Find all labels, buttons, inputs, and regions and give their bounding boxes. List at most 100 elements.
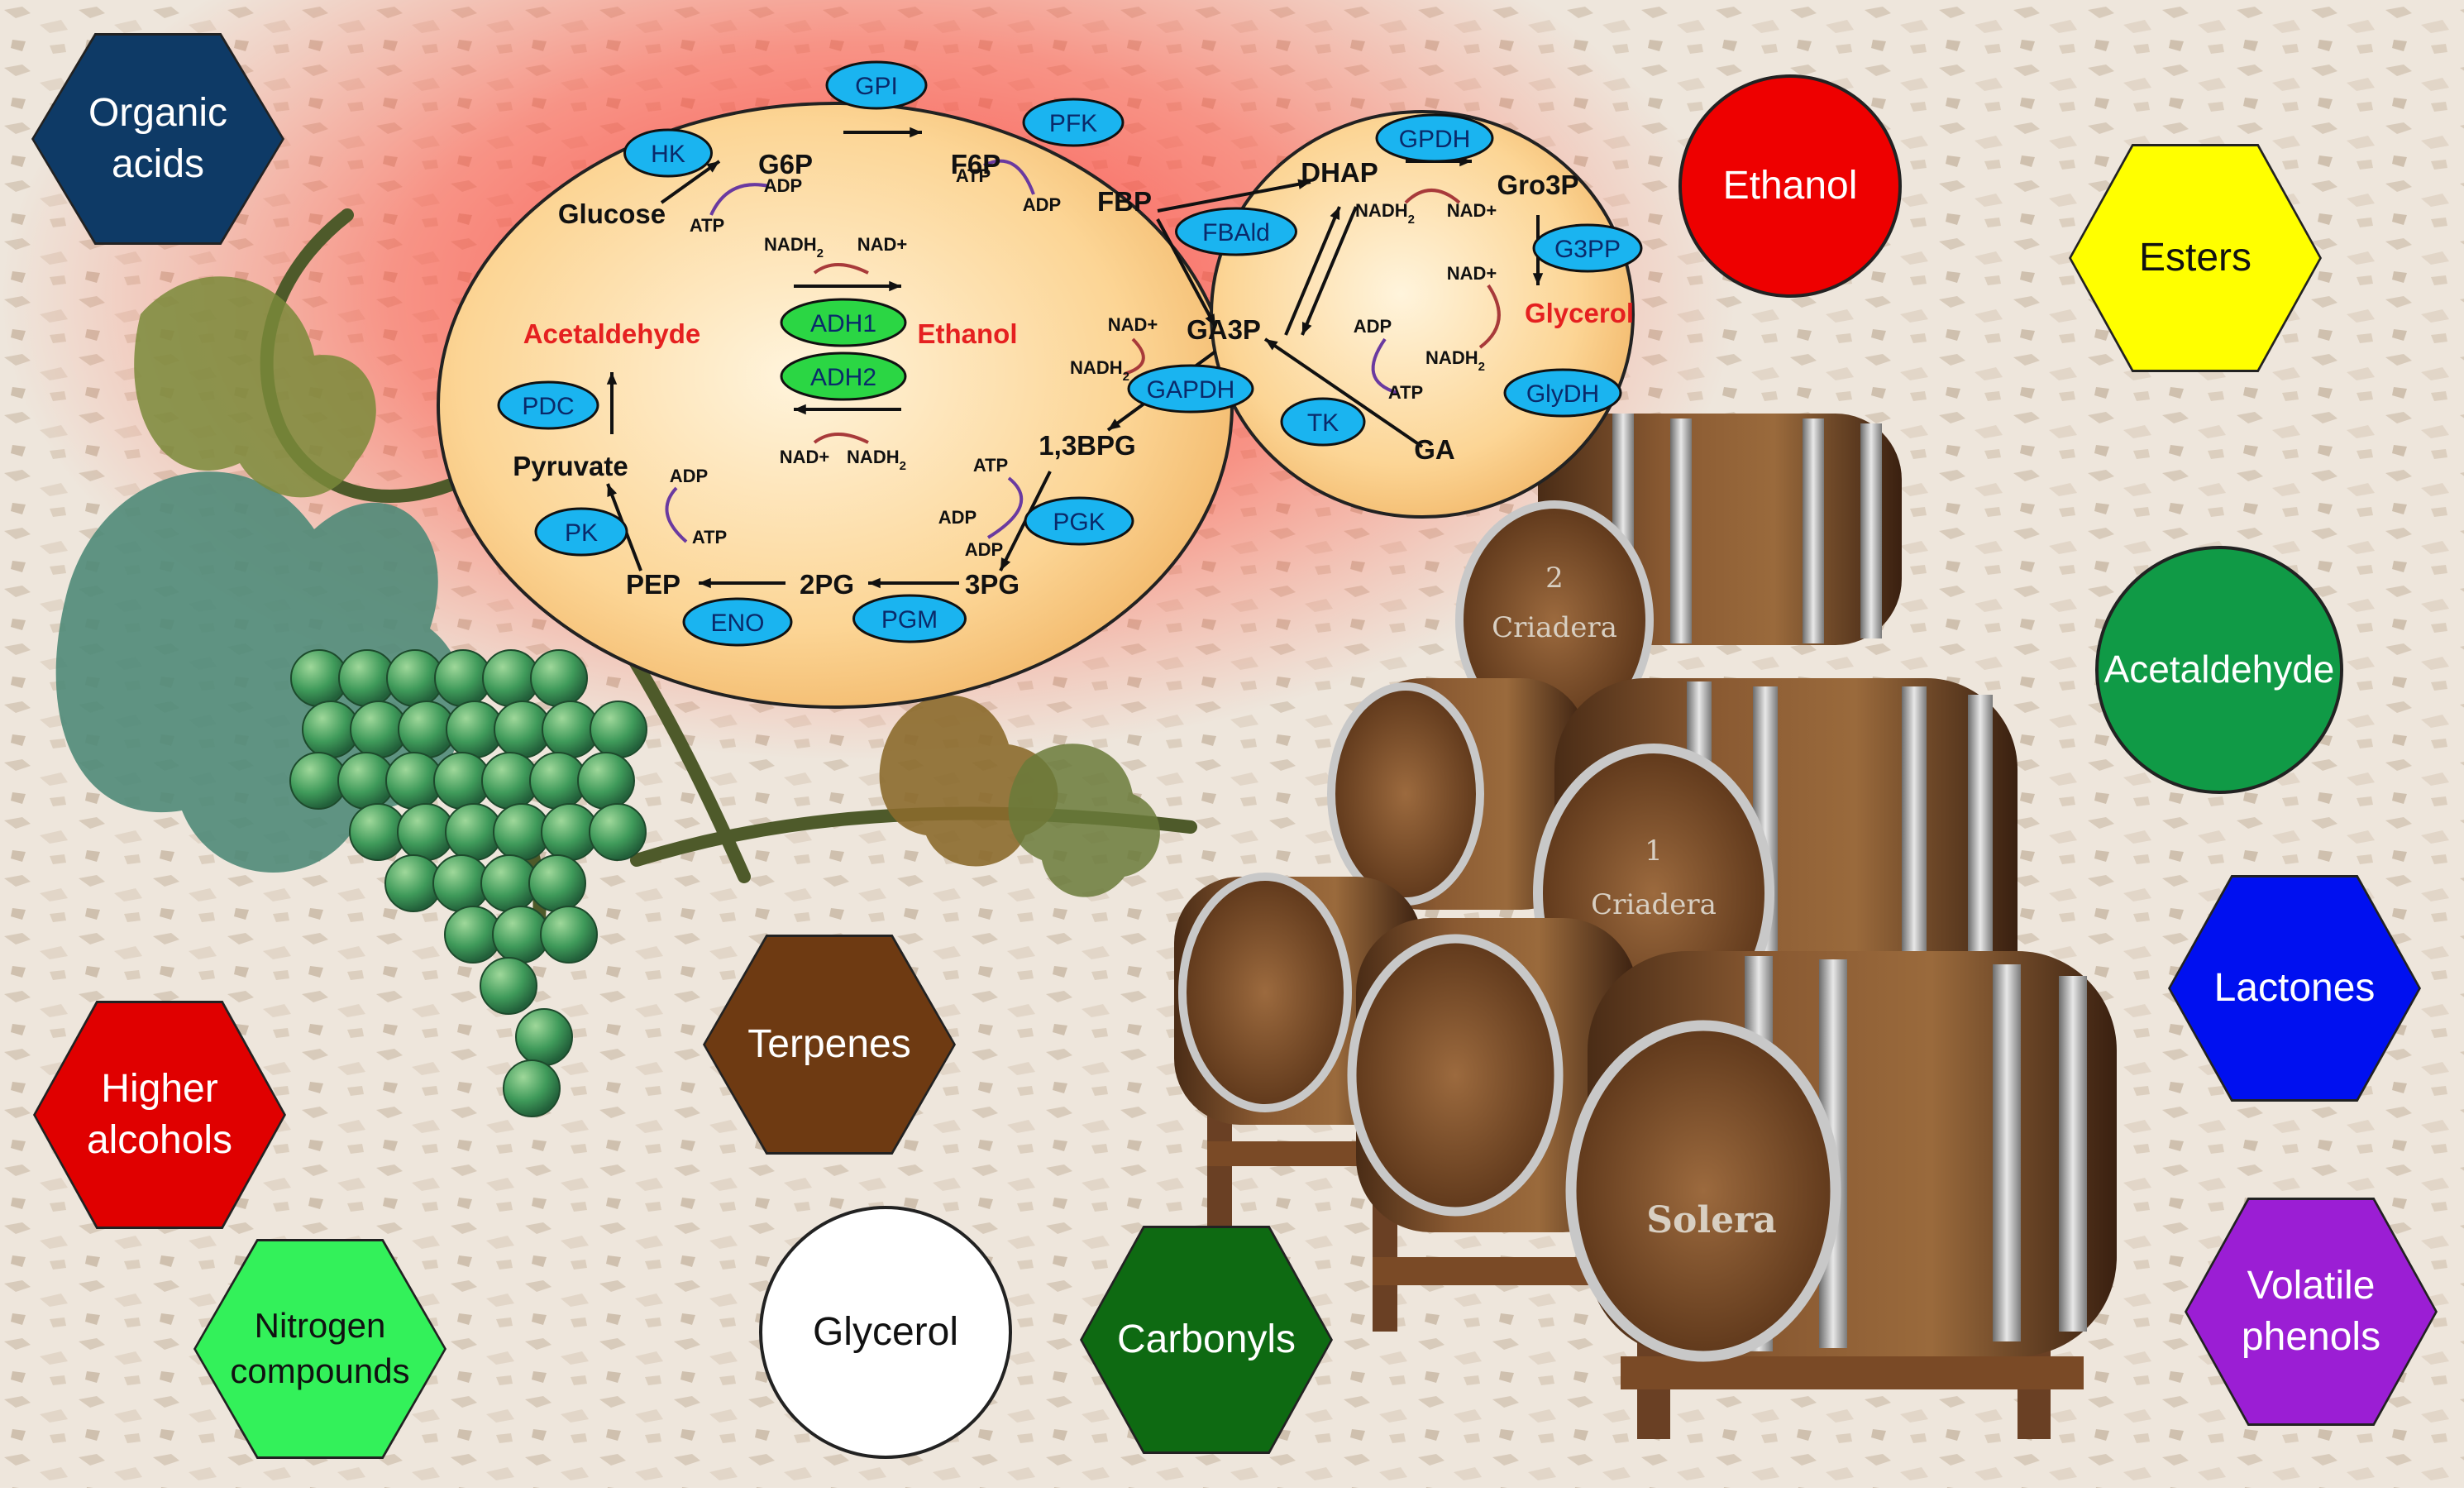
svg-text:PK: PK — [565, 519, 598, 547]
cofactor-adp-hk: ADP — [764, 175, 802, 196]
cofactor-adp-tk: ADP — [1354, 316, 1392, 337]
grape — [590, 701, 647, 758]
badge-esters-label: Esters — [2071, 146, 2319, 370]
enzyme-adh2: ADH2 — [780, 351, 907, 401]
curl-gapdh — [1124, 337, 1145, 375]
metabolite-glucose: Glucose — [558, 198, 666, 229]
enzyme-gpi: GPI — [825, 60, 928, 110]
barrel-top-label: Criadera — [1492, 611, 1617, 644]
grape — [540, 906, 598, 964]
metabolite-2pg: 2PG — [800, 569, 854, 600]
svg-text:G3PP: G3PP — [1554, 236, 1621, 263]
arrow-pyruvate-acetaldehyde — [606, 372, 618, 434]
svg-text:GAPDH: GAPDH — [1147, 376, 1235, 404]
enzyme-adh1: ADH1 — [780, 298, 907, 347]
svg-text:PFK: PFK — [1049, 110, 1097, 137]
grape — [515, 1008, 573, 1066]
svg-text:GPI: GPI — [855, 73, 898, 100]
badge-higher-alcohols-label: Higher alcohols — [36, 1003, 284, 1227]
enzyme-gapdh: GAPDH — [1127, 364, 1254, 414]
cofactor-atp-pfk: ATP — [956, 165, 991, 186]
curl-gpdh — [1404, 189, 1461, 204]
svg-text:GlyDH: GlyDH — [1526, 380, 1599, 408]
badge-ethanol: Ethanol — [1678, 74, 1902, 298]
badge-volatile-phenols-label: Volatile phenols — [2187, 1200, 2435, 1423]
metabolite-ethanol: Ethanol — [918, 318, 1018, 349]
metabolite-glycerol: Glycerol — [1525, 298, 1634, 328]
badge-volatile-phenols: Volatile phenols — [2185, 1198, 2438, 1426]
grape — [528, 854, 586, 912]
cofactor-nad-gpdh: NAD+ — [1447, 200, 1497, 221]
cofactor-adp-pgk-1: ADP — [938, 507, 977, 528]
badge-glycerol: Glycerol — [759, 1206, 1012, 1459]
enzyme-pdc: PDC — [497, 380, 599, 430]
badge-organic-acids: Organic acids — [31, 33, 284, 245]
badge-terpenes-label: Terpenes — [705, 937, 953, 1152]
cofactor-adp-pgk-2: ADP — [965, 539, 1003, 560]
badge-higher-alcohols: Higher alcohols — [33, 1001, 286, 1229]
cofactor-atp-tk: ATP — [1388, 382, 1423, 403]
curl-pfk — [983, 159, 1035, 195]
badge-terpenes: Terpenes — [703, 935, 956, 1155]
grape-cluster — [289, 649, 647, 1117]
metabolite-3pg: 3PG — [965, 569, 1020, 600]
enzyme-pfk: PFK — [1022, 98, 1125, 147]
metabolite-gro3p: Gro3P — [1497, 170, 1578, 200]
arrow-ga-ga3p — [1263, 337, 1424, 448]
badge-esters: Esters — [2069, 144, 2322, 372]
grape — [577, 752, 635, 810]
metabolite-pep: PEP — [626, 569, 680, 600]
cofactor-nad-adh1: NAD+ — [857, 234, 908, 255]
metabolite-ga3p: GA3P — [1187, 314, 1261, 345]
arrow-g6p-f6p — [843, 127, 922, 138]
barrel-mid-number: 1 — [1645, 834, 1663, 868]
enzyme-eno: ENO — [682, 597, 793, 647]
cofactor-adp-pk: ADP — [670, 466, 708, 486]
enzyme-fbald: FBAld — [1175, 207, 1297, 256]
arrow-ethanol-acetaldehyde — [794, 404, 901, 415]
cofactor-atp-pk: ATP — [692, 527, 727, 548]
svg-text:PGM: PGM — [881, 606, 938, 634]
svg-text:PGK: PGK — [1053, 509, 1105, 536]
curl-adh2 — [813, 433, 869, 444]
badge-organic-acids-label: Organic acids — [34, 36, 282, 242]
badge-nitrogen-compounds-label: Nitrogen compounds — [196, 1241, 444, 1456]
svg-text:ENO: ENO — [710, 610, 764, 637]
grape — [530, 649, 588, 707]
enzyme-tk: TK — [1280, 397, 1366, 447]
barrel-back-left — [1327, 678, 1588, 910]
svg-text:FBAld: FBAld — [1202, 219, 1270, 246]
grape — [589, 803, 647, 861]
cofactor-nad-glydh: NAD+ — [1447, 263, 1497, 284]
enzyme-pgm: PGM — [852, 594, 967, 643]
curl-pgk — [986, 476, 1024, 539]
svg-text:TK: TK — [1307, 409, 1339, 437]
metabolite-g6p: G6P — [758, 149, 813, 179]
metabolite-pyruvate: Pyruvate — [513, 451, 628, 481]
barrel-front-middle — [1347, 918, 1637, 1232]
badge-carbonyls: Carbonyls — [1080, 1226, 1333, 1454]
cofactor-nad-adh2: NAD+ — [780, 447, 830, 467]
metabolite-ga: GA — [1414, 434, 1455, 465]
enzyme-glydh: GlyDH — [1503, 368, 1622, 418]
cofactor-atp-pgk: ATP — [973, 455, 1008, 476]
arrow-fbp-dhap — [1157, 179, 1311, 213]
arrow-3pg-2pg — [868, 577, 959, 589]
enzyme-g3pp: G3PP — [1532, 223, 1643, 273]
barrel-stack: 2 Criadera 1 Criadera — [1174, 414, 2117, 1439]
arrow-dhap-ga3p — [1301, 206, 1358, 336]
metabolite-dhap: DHAP — [1301, 157, 1378, 188]
barrel-solera: Solera — [1565, 951, 2117, 1362]
grape — [480, 957, 537, 1015]
svg-text:ADH1: ADH1 — [810, 310, 876, 337]
svg-text:GPDH: GPDH — [1399, 126, 1471, 153]
arrow-acetaldehyde-ethanol — [794, 280, 901, 292]
badge-nitrogen-compounds: Nitrogen compounds — [193, 1239, 446, 1459]
enzyme-pgk: PGK — [1024, 496, 1134, 546]
arrow-glucose-g6p — [660, 160, 721, 204]
barrel-mid-label: Criadera — [1591, 888, 1717, 921]
metabolite-1-3bpg: 1,3BPG — [1039, 430, 1135, 461]
